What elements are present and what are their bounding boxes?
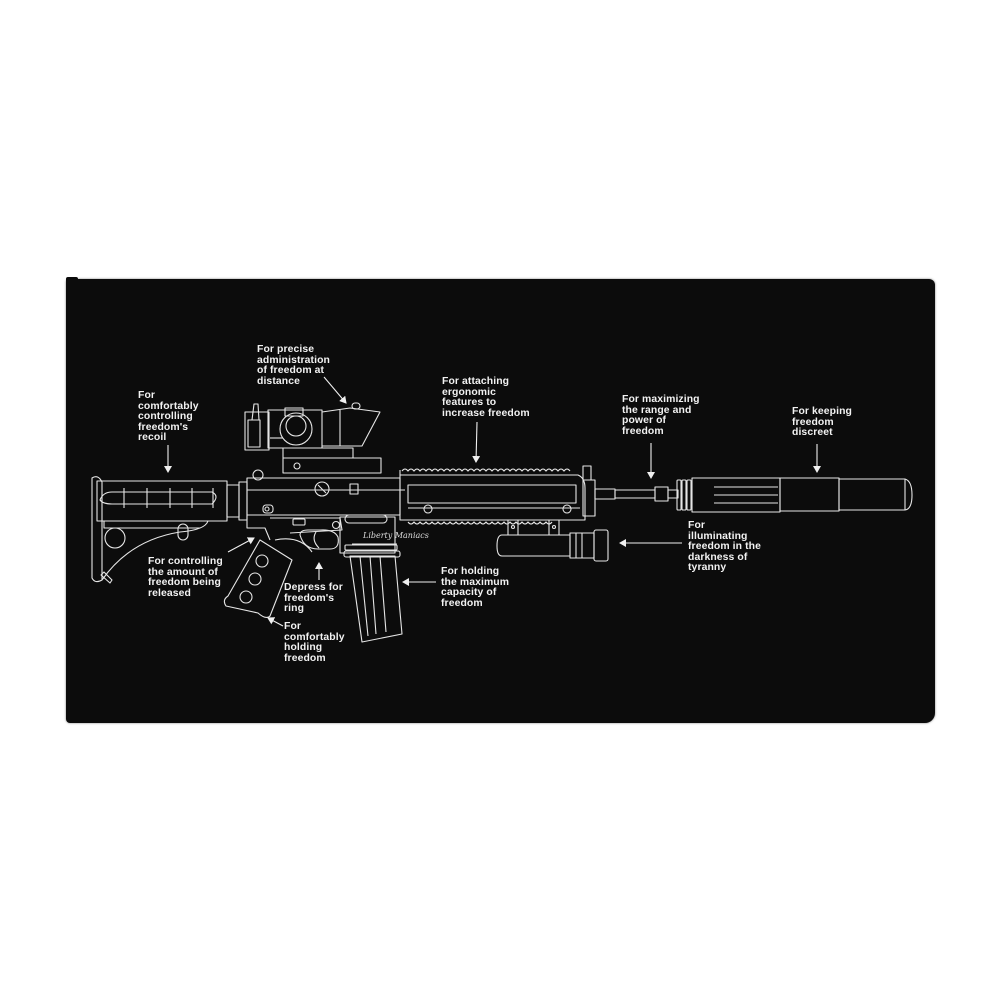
label-barrel: For maximizing the range and power of fr…: [622, 394, 700, 437]
arrow-selector: [227, 537, 255, 553]
towel: [66, 279, 935, 723]
suppressor-icon: [676, 477, 913, 513]
arrow-grip: [267, 617, 284, 627]
arrow-scope: [323, 376, 347, 404]
label-rail: For attaching ergonomic features to incr…: [442, 376, 530, 419]
label-flashlight: For illuminating freedom in the darkness…: [688, 520, 761, 574]
magazine-icon: Liberty Maniacs: [343, 531, 429, 643]
flashlight-icon: [496, 519, 609, 562]
arrow-rail: [472, 421, 481, 463]
label-grip: For comfortably holding freedom: [284, 621, 345, 664]
handguard-rail-icon: [399, 465, 596, 525]
barrel-icon: [594, 486, 679, 502]
label-scope: For precise administration of freedom at…: [257, 344, 330, 387]
logo-text: Liberty Maniacs: [362, 531, 429, 540]
label-selector: For controlling the amount of freedom be…: [148, 556, 223, 599]
scope-icon: [244, 402, 382, 474]
pistol-grip-icon: [223, 539, 293, 618]
label-magazine: For holding the maximum capacity of free…: [441, 566, 510, 609]
receiver-icon: [246, 469, 405, 554]
label-stock: For comfortably controlling freedom's re…: [138, 390, 199, 444]
stock-icon: [91, 476, 248, 584]
label-suppressor: For keeping freedom discreet: [792, 406, 852, 439]
label-trigger: Depress for freedom's ring: [284, 582, 343, 615]
